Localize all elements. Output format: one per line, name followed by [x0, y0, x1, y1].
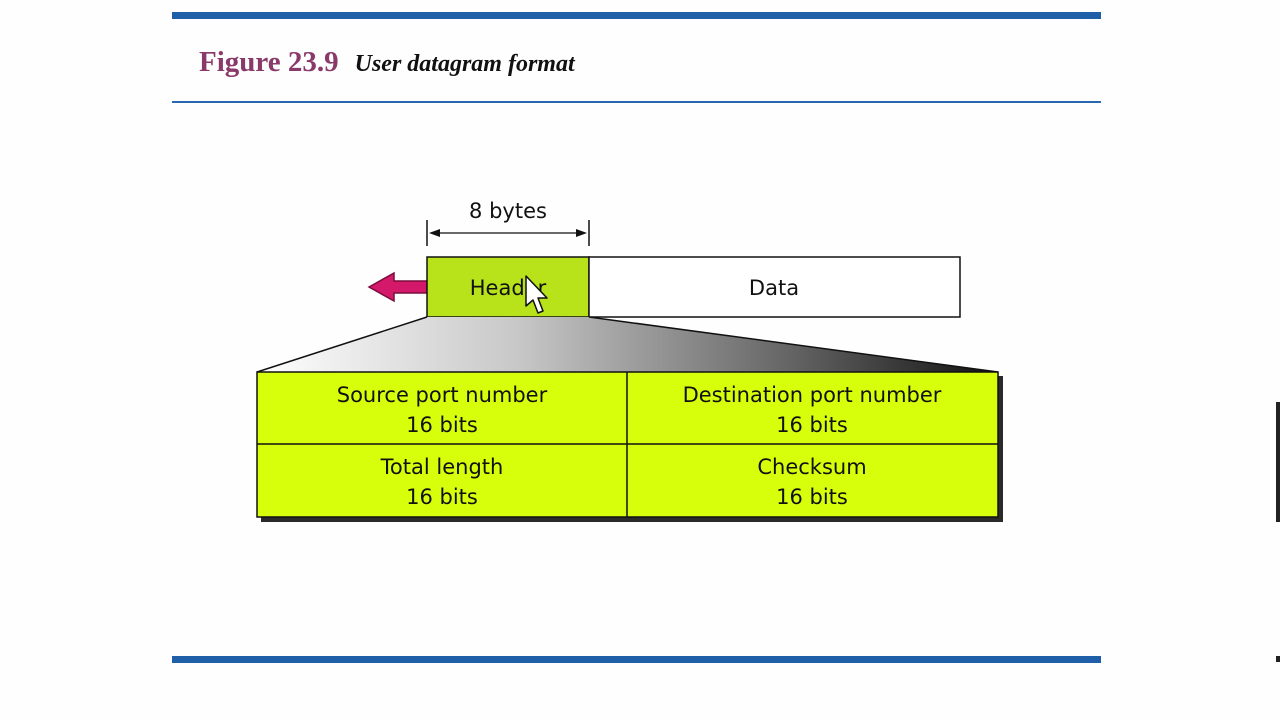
fan-edge-right — [588, 316, 999, 373]
edge-scroll-marker — [1276, 402, 1280, 522]
edge-scroll-marker-bottom — [1276, 656, 1280, 662]
dimension-arrowhead-left — [429, 229, 440, 237]
data-label: Data — [749, 276, 799, 300]
figure-number: Figure 23.9 — [199, 46, 339, 78]
expansion-fan — [257, 317, 998, 372]
field-size: 16 bits — [776, 413, 848, 437]
size-label: 8 bytes — [469, 199, 547, 223]
fan-edge-left — [256, 316, 428, 373]
field-name: Source port number — [337, 383, 548, 407]
title-underline — [172, 101, 1101, 103]
field-name: Destination port number — [683, 383, 942, 407]
field-size: 16 bits — [406, 485, 478, 509]
field-size: 16 bits — [406, 413, 478, 437]
bottom-rule — [172, 656, 1101, 663]
figure-caption: User datagram format — [354, 51, 575, 77]
field-name: Total length — [380, 455, 504, 479]
left-arrow-icon — [367, 271, 428, 303]
field-table: Source port number 16 bits Destination p… — [256, 371, 999, 518]
mouse-cursor-icon — [525, 275, 548, 314]
data-block — [588, 256, 961, 318]
top-rule — [172, 12, 1101, 19]
size-dimension: 8 bytes — [426, 199, 590, 246]
dimension-arrowhead-right — [576, 229, 587, 237]
figure-title: Figure 23.9 User datagram format — [199, 46, 575, 86]
field-name: Checksum — [757, 455, 866, 479]
field-size: 16 bits — [776, 485, 848, 509]
